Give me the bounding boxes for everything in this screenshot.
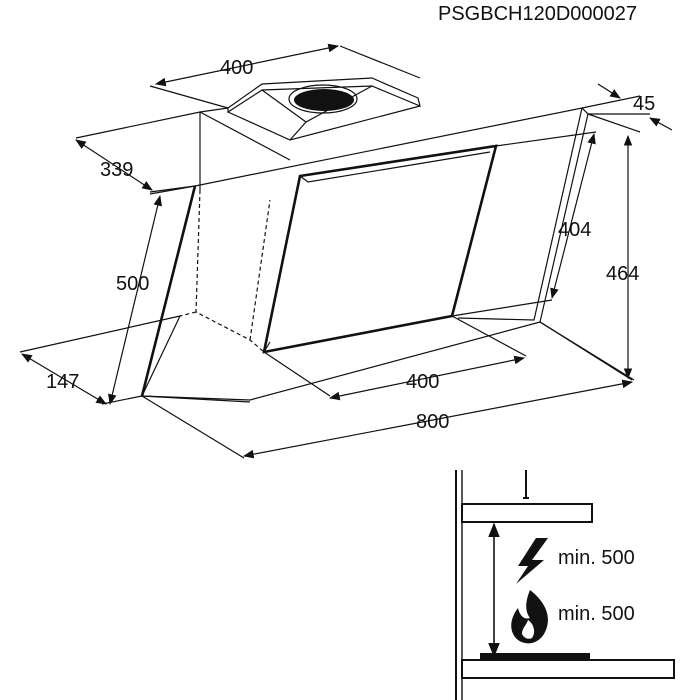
dimension-lines [19, 43, 673, 459]
dim-top-offset: 45 [633, 93, 655, 115]
flame-icon [511, 590, 548, 644]
hidden-outline [195, 189, 265, 353]
dim-bottom-depth: 147 [46, 371, 79, 393]
dim-panel-width: 400 [406, 371, 439, 393]
hood-shape [461, 503, 593, 523]
clearance-diagram: min. 500 min. 500 [455, 470, 675, 700]
clearance-gas: min. 500 [558, 603, 635, 625]
dim-total-width: 800 [416, 411, 449, 433]
chimney-top [199, 77, 421, 190]
lightning-icon [516, 538, 548, 584]
dim-side-height: 500 [116, 273, 149, 295]
dim-total-height: 464 [606, 263, 639, 285]
dim-glass-height: 404 [558, 219, 591, 241]
clearance-electric: min. 500 [558, 547, 635, 569]
cooktop-shape [461, 659, 675, 679]
drawing-code: PSGBCH120D000027 [438, 3, 637, 25]
dim-depth: 339 [100, 159, 133, 181]
dim-top-width: 400 [220, 57, 253, 79]
